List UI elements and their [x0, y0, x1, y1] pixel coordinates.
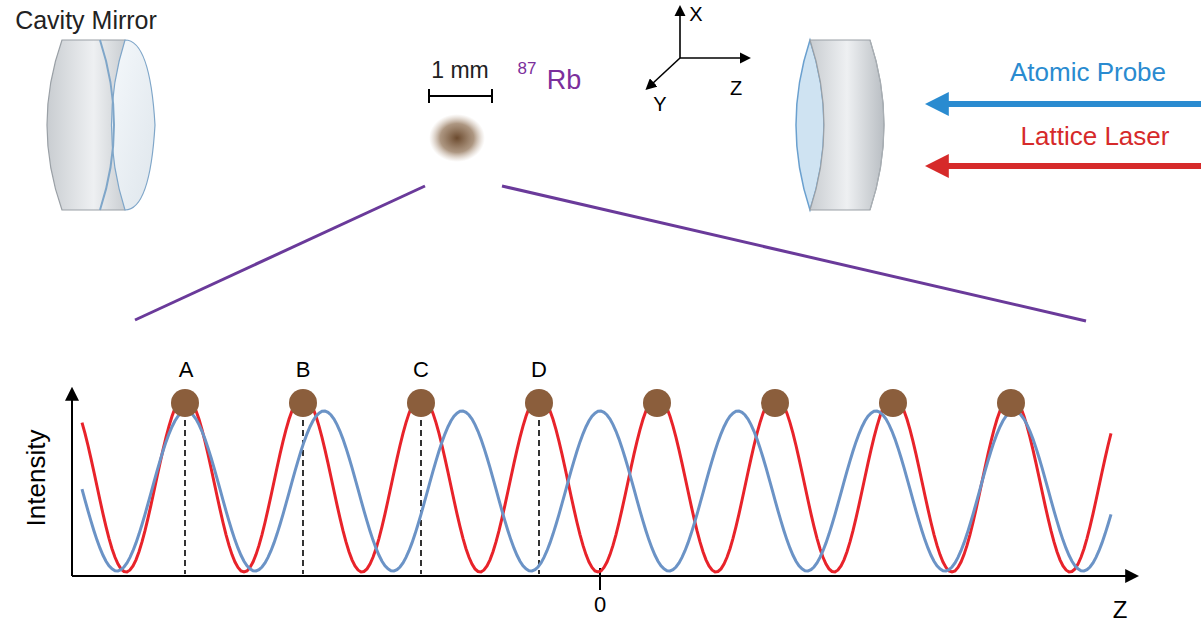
scale-label: 1 mm	[431, 59, 489, 82]
cavity-mirror	[796, 40, 884, 210]
cavity-mirror	[47, 40, 155, 210]
axis-label: Z	[1113, 598, 1128, 622]
atom	[407, 389, 435, 417]
atom-cloud	[429, 114, 485, 162]
beam-label: Lattice Laser	[1021, 123, 1170, 149]
tick-label: 0	[594, 594, 606, 616]
dashed-marker	[184, 420, 186, 574]
site-label: B	[296, 359, 311, 381]
scale-bar	[429, 89, 492, 103]
zoom-line	[502, 186, 1086, 321]
atom	[289, 389, 317, 417]
coordinate-axes	[652, 14, 742, 84]
axis-label: Z	[730, 78, 742, 98]
atom	[171, 389, 199, 417]
axis-title: Intensity	[23, 430, 49, 527]
element-label: Rb	[547, 67, 582, 94]
lattice-beam-arrow	[944, 163, 1201, 169]
isotope-number: 87	[518, 60, 537, 77]
lattice-intensity-curve	[82, 396, 1111, 572]
mirror-label: Cavity Mirror	[15, 8, 157, 33]
axis-label: Y	[653, 94, 666, 114]
beam-label: Atomic Probe	[1010, 59, 1166, 85]
atom	[761, 389, 789, 417]
atoms	[171, 389, 1025, 417]
atom	[643, 389, 671, 417]
zoom-line	[135, 186, 425, 320]
probe-beam-arrow	[944, 101, 1201, 107]
atom	[525, 389, 553, 417]
probe-intensity-curve	[82, 411, 1111, 571]
plot-axes	[72, 398, 1128, 590]
dashed-marker	[420, 420, 422, 574]
axis-label: X	[689, 4, 702, 24]
atom	[997, 389, 1025, 417]
site-label: C	[413, 359, 429, 381]
atom	[879, 389, 907, 417]
dashed-marker	[538, 420, 540, 574]
site-label: D	[531, 359, 547, 381]
site-label: A	[179, 359, 194, 381]
